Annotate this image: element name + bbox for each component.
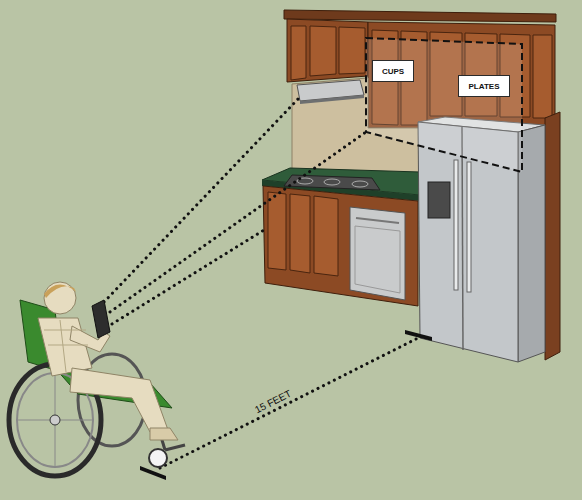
shirt-grid [44, 330, 86, 331]
dishwasher-handle [356, 218, 399, 223]
cabinet-door [339, 27, 365, 74]
cabinet-door [533, 35, 552, 118]
upper-cabinet [287, 19, 368, 82]
dimension-line [160, 338, 418, 468]
base-cabinet [263, 186, 418, 306]
cabinet-door [291, 26, 306, 80]
foot [150, 428, 178, 440]
hair [44, 284, 76, 298]
fridge-handle [454, 160, 458, 290]
footrest [165, 445, 185, 450]
burner [324, 179, 340, 185]
shirt-grid [48, 345, 88, 346]
fridge-side [518, 125, 545, 362]
wheel-hub [50, 415, 60, 425]
sight-line [110, 132, 366, 312]
shirt-grid [60, 320, 66, 372]
cabinet-door [310, 26, 336, 76]
dimension-tick [140, 466, 166, 480]
fridge-door-split [462, 127, 463, 350]
cabinet-door [268, 192, 286, 270]
label-box: CUPS [372, 60, 414, 82]
box-text: PLATES [469, 82, 500, 91]
view-area [366, 38, 522, 172]
sight-line [112, 230, 264, 324]
cabinet-door [290, 194, 310, 273]
box-text: CUPS [382, 67, 404, 76]
dishwasher [350, 207, 405, 300]
tablet [92, 300, 110, 338]
caster-wheel [149, 449, 167, 467]
water-dispenser [428, 182, 450, 218]
legs [70, 368, 168, 432]
side-panel [545, 112, 560, 360]
cabinet-door [314, 196, 338, 276]
cooktop [284, 175, 380, 190]
burner [352, 181, 368, 187]
torso [38, 318, 92, 376]
dishwasher-panel [355, 226, 400, 293]
range-hood-edge [300, 95, 364, 104]
dimension-tick [405, 330, 432, 341]
fridge-handle [467, 162, 471, 292]
label-box: PLATES [458, 75, 510, 97]
head [44, 282, 76, 314]
